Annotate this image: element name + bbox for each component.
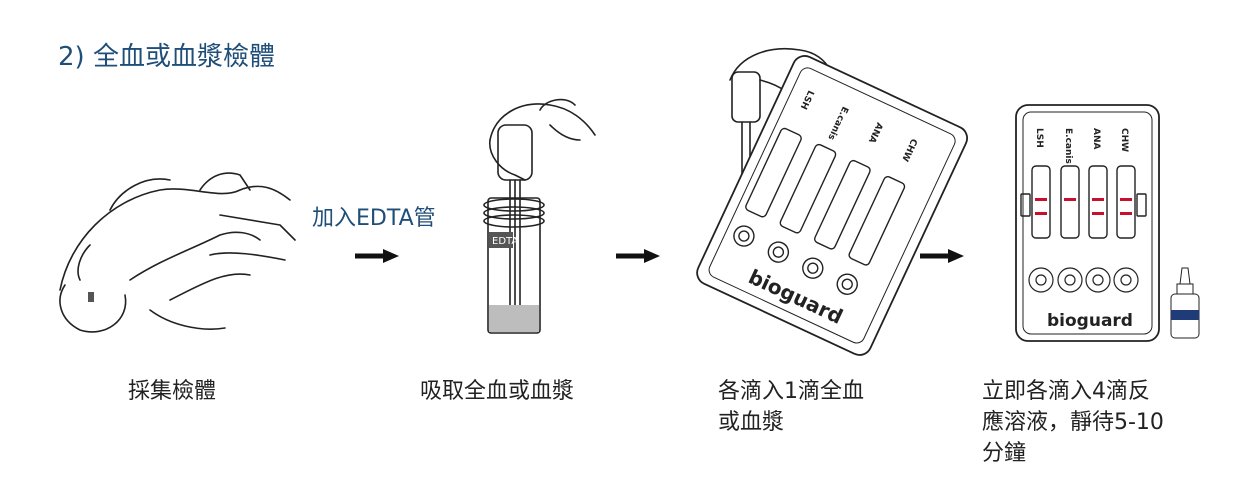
tube-label: EDTA (492, 236, 518, 247)
strip-label-ecanis: E.canis (1063, 128, 1073, 164)
test-device-tilted-illustration: LSH E.canis ANA CHW bioguard (696, 48, 968, 356)
step-2-caption: 吸取全血或血漿 (420, 379, 575, 404)
step-3-caption: 各滴入1滴全血 或血漿 (718, 379, 864, 435)
strip-label-chw: CHW (1119, 128, 1129, 152)
arrow-2 (616, 249, 660, 263)
add-edta-label: 加入EDTA管 (312, 206, 436, 231)
arrow-3 (920, 249, 964, 263)
test-device-upright-illustration: LSH E.canis ANA CHW bioguard (1015, 104, 1160, 342)
brand-logo: bioguard (1047, 311, 1133, 331)
arrow-1 (355, 249, 399, 263)
strip-label-lsh: LSH (1034, 128, 1044, 148)
step-4-caption: 立即各滴入4滴反 應溶液，靜待5-10 分鐘 (982, 379, 1164, 466)
step-1-caption: 採集檢體 (128, 379, 217, 404)
dog-sampling-illustration (59, 172, 296, 333)
strip-label-ana: ANA (1091, 128, 1101, 149)
section-title: 2) 全血或血漿檢體 (58, 42, 275, 72)
edta-tube-illustration: EDTA (483, 98, 596, 334)
reagent-bottle-icon (1170, 267, 1200, 339)
